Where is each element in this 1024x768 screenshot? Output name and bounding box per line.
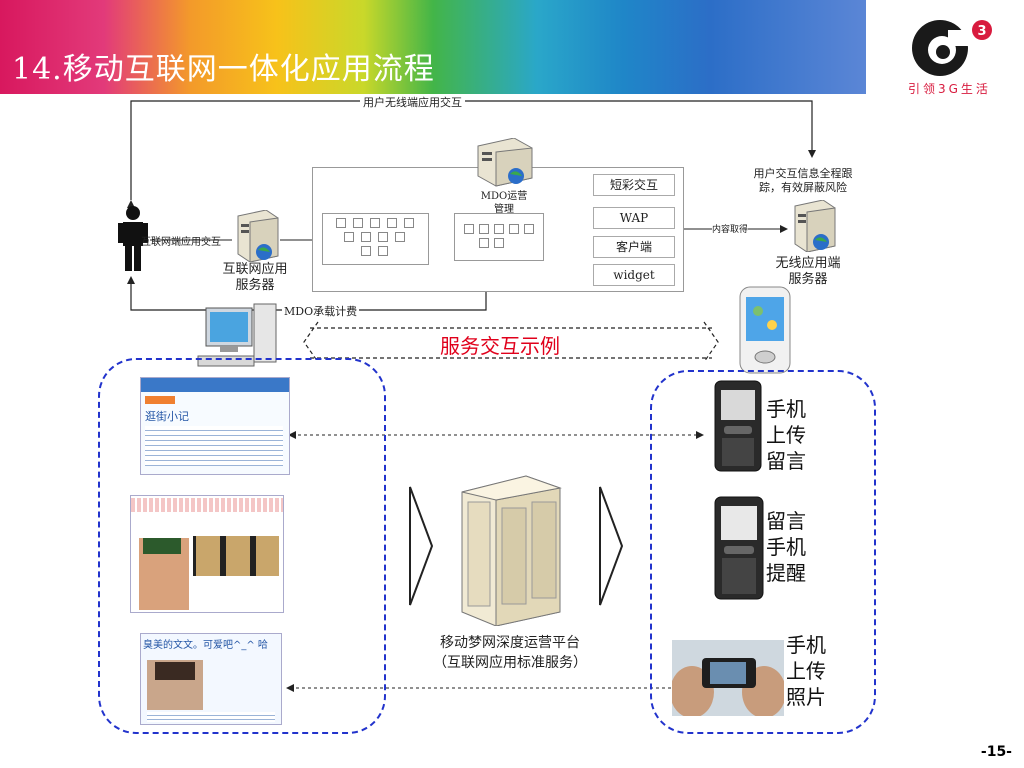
wireless-server-label: 无线应用端 服务器 <box>775 256 841 287</box>
internet-server-icon <box>237 210 279 262</box>
photo-thumbnail <box>130 495 284 613</box>
svg-text:3: 3 <box>977 24 986 39</box>
page-number: -15- <box>980 744 1012 760</box>
blog-thumbnail-1: 逛街小记 <box>140 377 290 475</box>
service-wap: WAP <box>593 207 675 229</box>
mdo-server-label: MDO运营 管理 <box>480 191 528 215</box>
wireless-server-icon <box>794 200 836 252</box>
blog-thumbnail-2: 臭美的文文。可爱吧^_^ 哈 <box>140 633 282 725</box>
billing-label: MDO承载计费 <box>282 303 360 319</box>
phone-label-message-reminder: 留言 手机 提醒 <box>766 509 806 585</box>
smartphone-icon <box>739 286 791 374</box>
blog-thumbnail-1-title: 逛街小记 <box>145 410 189 423</box>
hands-phone-photo <box>672 640 784 716</box>
user-icon <box>118 206 148 271</box>
platform-title: 移动梦网深度运营平台 <box>440 635 580 651</box>
service-widget: widget <box>593 264 675 286</box>
mdo-server-icon <box>477 138 533 187</box>
platform-subtitle: （互联网应用标准服务） <box>433 655 587 671</box>
mobile-side-frame <box>650 370 876 734</box>
phone-label-upload-photo: 手机 上传 照片 <box>786 633 826 709</box>
top-flow-label: 用户无线端应用交互 <box>360 94 465 110</box>
brand-logo: 3 <box>912 20 992 76</box>
example-title: 服务交互示例 <box>440 334 560 358</box>
page-title: 14.移动互联网一体化应用流程 <box>12 52 435 87</box>
content-fetch-label: 内容取得 <box>712 222 749 235</box>
feature-phone-icon-2 <box>714 496 764 600</box>
service-client: 客户端 <box>593 236 675 258</box>
phone-label-upload-message: 手机 上传 留言 <box>766 397 806 473</box>
internet-side-frame <box>98 358 386 734</box>
logo-caption: 引领3G生活 <box>908 82 991 96</box>
user-flow-label: 互联网端应用交互 <box>141 237 221 248</box>
mdo-app-group <box>454 213 544 261</box>
service-mms: 短彩交互 <box>593 174 675 196</box>
feature-phone-icon-1 <box>714 380 762 472</box>
desktop-computer-icon <box>197 303 277 367</box>
tracking-note: 用户交互信息全程跟 踪，有效屏蔽风险 <box>753 167 853 194</box>
blog-thumbnail-2-title: 臭美的文文。可爱吧^_^ 哈 <box>143 640 268 651</box>
header-banner: 14.移动互联网一体化应用流程 <box>0 0 866 94</box>
platform-server-icon <box>461 475 562 626</box>
internet-server-label: 互联网应用 服务器 <box>222 262 288 293</box>
